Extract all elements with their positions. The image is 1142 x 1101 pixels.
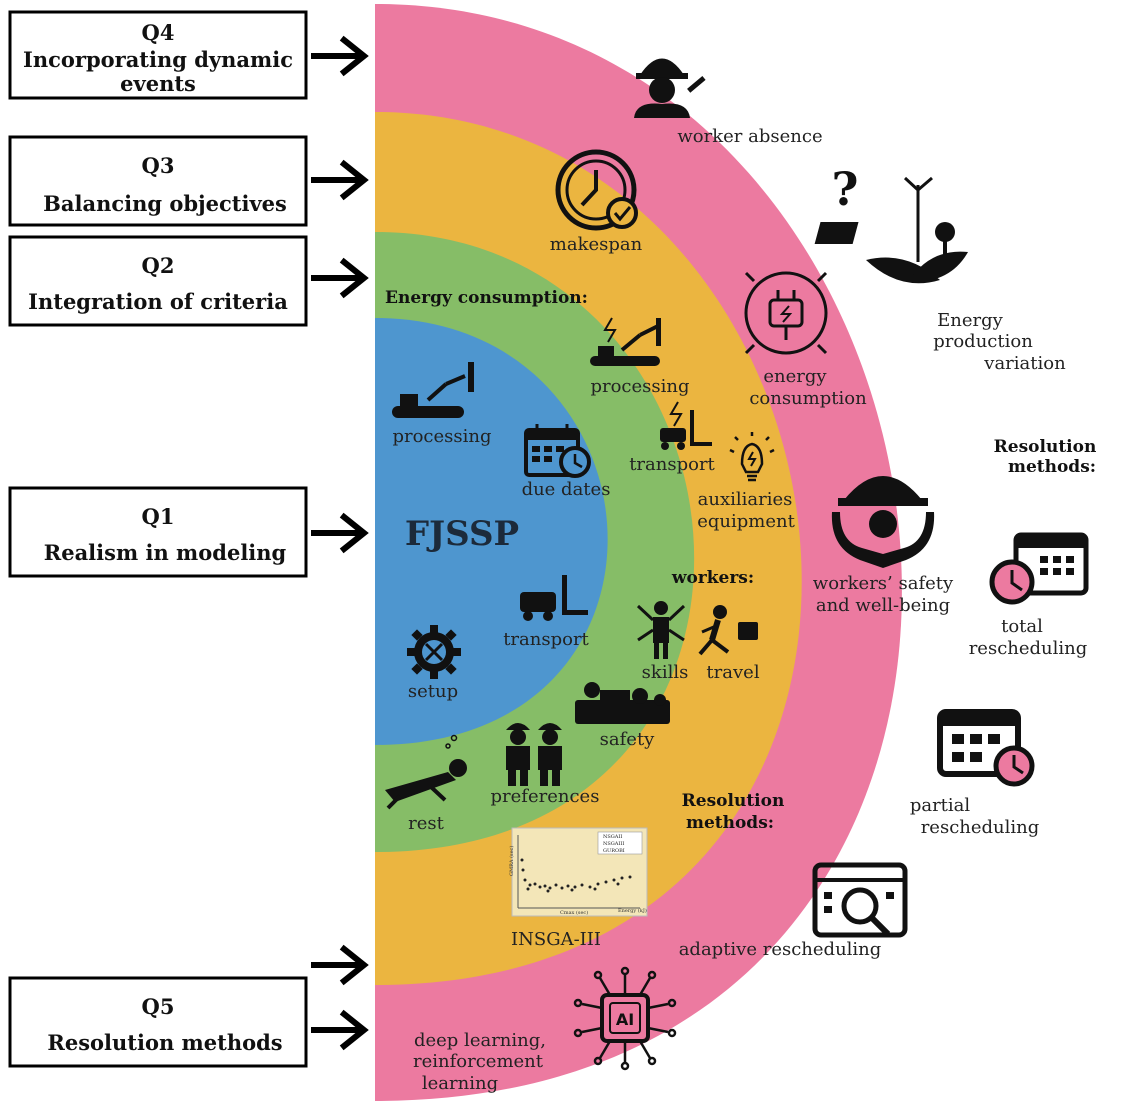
energy-production-line2: production [933,331,1033,352]
energy-consumption-line2: consumption [749,388,867,409]
preferences-label: preferences [491,786,600,807]
q3-id: Q3 [142,153,175,178]
question-box-q5: Q5 Resolution methods [8,976,308,1068]
workers-safety-icon [831,476,935,568]
deep-learning-line3: learning [422,1073,498,1094]
question-box-q3: Q3 Balancing objectives [8,135,308,227]
rest-label: rest [408,813,444,834]
q2-label: Integration of criteria [28,289,288,314]
workers-heading: workers: [671,568,754,588]
arrow-q4 [311,35,369,77]
adaptive-rescheduling-icon [812,862,908,938]
safety-worker-icon [575,682,670,724]
adaptive-rescheduling-label: adaptive rescheduling [679,939,882,960]
blue-transport-icon [520,575,588,621]
green-processing-icon [590,317,661,366]
safety-label: safety [600,729,656,750]
energy-production-icon [814,176,968,284]
total-rescheduling-icon [989,532,1089,605]
rest-worker-icon [385,734,467,810]
energy-consumption-line1: energy [763,366,827,387]
energy-consumption-heading: Energy consumption: [385,288,588,308]
blue-processing-icon [392,362,474,418]
arrow-q1 [311,512,369,554]
fjssp-title: FJSSP [405,514,519,554]
green-transport-icon [660,401,712,450]
q5-label: Resolution methods [47,1030,282,1055]
blue-transport-label: transport [503,629,589,650]
orange-resolution-heading-line2: methods: [686,813,774,833]
insga-legend-3: GUROBI [603,848,625,854]
insga-ylabel: GMRA (sec) [508,846,515,876]
blue-processing-label: processing [392,426,491,447]
partial-rescheduling-icon [937,709,1035,787]
auxiliaries-bulb-icon [729,432,775,482]
skills-worker-icon [636,601,686,659]
arrow-q3 [311,159,369,201]
travel-label: travel [706,662,759,683]
ai-chip-label: AI [616,1010,634,1029]
insga-legend-2: NSGAIII [603,841,624,847]
due-dates-label: due dates [522,479,611,500]
insga-zlabel: Energy (kJ) [618,907,647,914]
makespan-label: makespan [550,234,643,255]
makespan-icon [555,149,638,231]
q4-label-line2: events [120,71,196,96]
energy-production-line3: variation [983,353,1066,374]
worker-absence-icon [634,58,706,118]
arrow-q5-top [311,944,369,986]
deep-learning-line2: reinforcement [413,1051,544,1072]
insga-xlabel: Cmax (sec) [560,909,588,916]
insga-label: INSGA-III [511,929,601,950]
q5-id: Q5 [142,994,175,1019]
preferences-workers-icon [506,723,562,786]
question-mark: ? [832,162,859,216]
ai-chip-icon [573,966,677,1071]
partial-rescheduling-line1: partial [910,795,971,816]
auxiliaries-line2: equipment [697,511,795,532]
q1-label: Realism in modeling [44,540,287,565]
arrow-q5-bottom [311,1009,369,1051]
partial-rescheduling-line2: rescheduling [921,817,1040,838]
pink-resolution-heading-line2: methods: [1008,457,1096,477]
q4-label-line1: Incorporating dynamic [23,47,293,72]
question-box-q4: Q4 Incorporating dynamic events [8,10,308,100]
energy-consumption-plug-icon [744,271,828,355]
energy-production-line1: Energy [937,310,1004,331]
insga-legend-1: NSGAII [603,834,622,840]
insga-plot: NSGAII NSGAIII GUROBI Cmax (sec) GMRA (s… [508,827,648,917]
worker-absence-label: worker absence [677,126,822,147]
green-processing-label: processing [590,376,689,397]
skills-label: skills [642,662,689,683]
q1-id: Q1 [142,504,175,529]
due-dates-calendar-icon [524,424,591,478]
travel-worker-icon [698,605,758,656]
total-rescheduling-line2: rescheduling [969,638,1088,659]
q2-id: Q2 [142,253,175,278]
total-rescheduling-line1: total [1001,616,1043,637]
pink-resolution-heading-line1: Resolution [994,437,1097,457]
setup-label: setup [408,681,458,702]
auxiliaries-line1: auxiliaries [698,489,793,510]
arrow-q2 [311,257,369,299]
question-box-q2: Q2 Integration of criteria [8,235,308,327]
workers-safety-line1: workers’ safety [813,573,954,594]
q3-label: Balancing objectives [43,191,287,216]
deep-learning-line1: deep learning, [414,1030,546,1051]
setup-gear-icon [407,625,461,679]
green-transport-label: transport [629,454,715,475]
insga-plot-points [520,858,632,893]
orange-resolution-heading-line1: Resolution [682,791,785,811]
workers-safety-line2: and well-being [816,595,950,616]
q4-id: Q4 [142,20,175,45]
question-box-q1: Q1 Realism in modeling [8,486,308,578]
